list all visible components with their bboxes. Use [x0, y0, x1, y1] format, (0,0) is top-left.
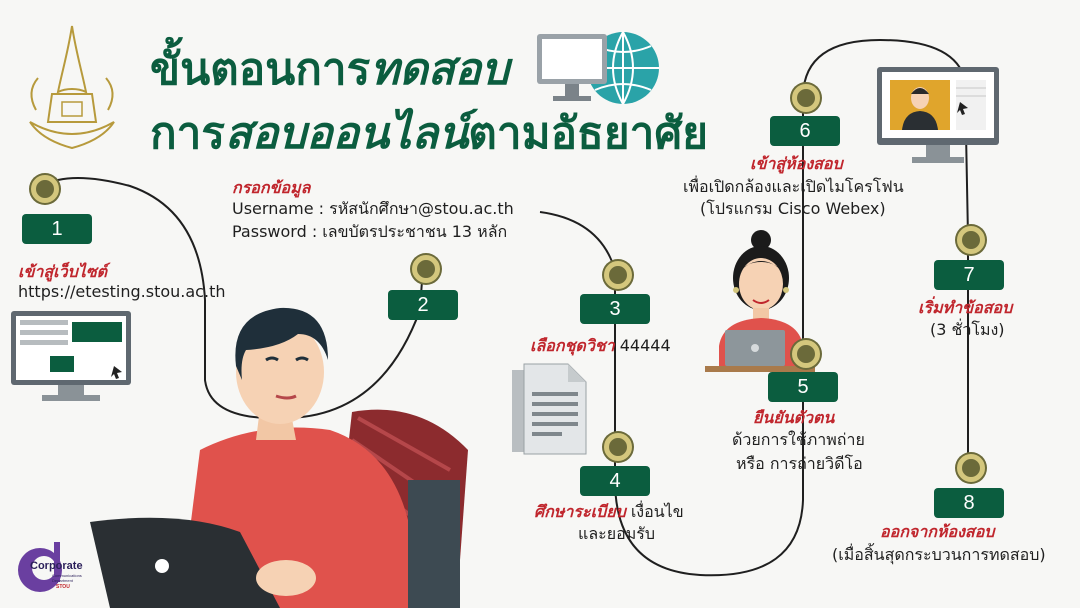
step-3-label: เลือกชุดวิชา: [530, 336, 615, 355]
step-7-text: (3 ชั่วโมง): [930, 320, 1005, 339]
step-7-label: เริ่มทำข้อสอบ: [918, 298, 1013, 317]
step-3-dot: [604, 261, 632, 289]
step-7-dot: [957, 226, 985, 254]
step-6-label: เข้าสู่ห้องสอบ: [750, 154, 843, 173]
title-line-2-prefix: การ: [150, 108, 225, 159]
computer-globe-icon: [537, 31, 659, 105]
corporate-logo-main: Corporate: [30, 560, 83, 572]
step-4-dot: [604, 433, 632, 461]
document-icon: [512, 363, 587, 455]
step-1-dot: [31, 175, 59, 203]
step-8-dot: [957, 454, 985, 482]
website-monitor-icon: [11, 311, 131, 401]
step-5-dot: [792, 340, 820, 368]
corporate-logo-sub: Communications Department: [52, 573, 82, 583]
step-2-dot: [412, 255, 440, 283]
university-emblem-icon: [29, 25, 115, 150]
step-6-number: 6: [770, 116, 840, 146]
title-line-1: ขั้นตอนการทดสอบ: [150, 34, 509, 104]
step-3-number: 3: [580, 294, 650, 324]
step-5-text-1: ด้วยการใช้ภาพถ่าย: [732, 430, 865, 449]
step-4-text-1: เงื่อนไข: [630, 502, 684, 521]
title-line-2-emphasis: สอบออนไลน์: [224, 108, 469, 159]
step-1-label: เข้าสู่เว็บไซต์: [18, 262, 108, 281]
step-8-text: (เมื่อสิ้นสุดกระบวนการทดสอบ): [832, 545, 1046, 564]
step-4-text-line-1: ศึกษาระเบียบ เงื่อนไข: [534, 500, 684, 525]
step-2-label: กรอกข้อมูล: [232, 178, 311, 197]
title-line-2: การสอบออนไลน์ตามอัธยาศัย: [150, 98, 708, 168]
title-line-1-emphasis: ทดสอบ: [370, 44, 510, 95]
corporate-communications-logo: Corporate Communications Department STOU: [14, 540, 104, 596]
step-5-number: 5: [768, 372, 838, 402]
step-4-label: ศึกษาระเบียบ: [534, 502, 626, 521]
path-segment-1-2: [41, 177, 424, 420]
path-segment-3-5: [539, 211, 804, 577]
corporate-logo-mark-icon: [18, 542, 62, 592]
step-2-username: Username : รหัสนักศึกษา@stou.ac.th: [232, 199, 514, 218]
step-5-label: ยืนยันตัวตน: [753, 408, 835, 427]
step-2-number: 2: [388, 290, 458, 320]
step-4-text-2: และยอมรับ: [578, 524, 655, 543]
step-1-url: https://etesting.stou.ac.th: [18, 282, 226, 301]
step-7-number: 7: [934, 260, 1004, 290]
step-3-course-code: 44444: [619, 336, 671, 355]
step-6-text-1: เพื่อเปิดกล้องและเปิดไมโครโฟน: [683, 177, 904, 196]
corporate-logo-tag: STOU: [56, 584, 70, 590]
woman-laptop-illustration: [705, 230, 815, 372]
exam-room-monitor-icon: [877, 67, 999, 163]
step-6-text-2: (โปรแกรม Cisco Webex): [700, 199, 886, 218]
person-laptop-illustration: [90, 307, 468, 608]
step-2-password: Password : เลขบัตรประชาชน 13 หลัก: [232, 222, 508, 241]
step-4-number: 4: [580, 466, 650, 496]
step-3-text: เลือกชุดวิชา 44444: [530, 334, 671, 359]
step-6-dot: [792, 84, 820, 112]
step-5-text-2: หรือ การถ่ายวิดีโอ: [736, 454, 863, 473]
step-8-number: 8: [934, 488, 1004, 518]
step-1-number: 1: [22, 214, 92, 244]
title-line-1-prefix: ขั้นตอนการ: [150, 44, 371, 95]
title-line-2-suffix: ตามอัธยาศัย: [468, 108, 709, 159]
step-8-label: ออกจากห้องสอบ: [880, 522, 995, 541]
